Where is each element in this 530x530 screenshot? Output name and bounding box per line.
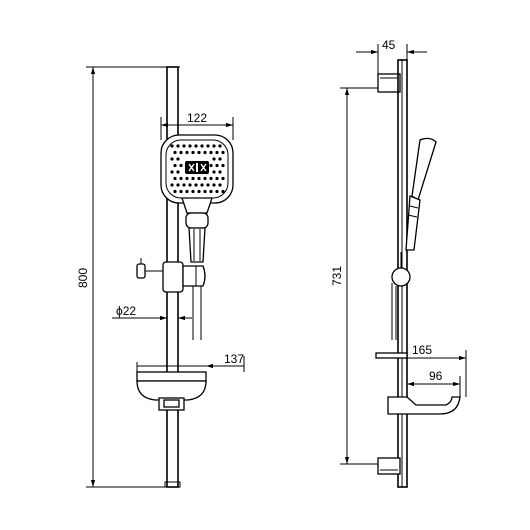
nozzle-dot [197, 176, 201, 181]
nozzle-dot [173, 176, 177, 181]
nozzle-dot [170, 183, 174, 187]
dim-side-height: 731 [330, 87, 378, 465]
nozzle-grid [170, 144, 225, 194]
nozzle-dot [212, 183, 216, 187]
nozzle-dot [221, 150, 225, 155]
side-bottom-bracket [377, 457, 401, 475]
dim-side-offset-label: 45 [382, 38, 396, 52]
nozzle-dot [176, 183, 180, 187]
nozzle-dot [173, 163, 177, 168]
nozzle-dot [215, 150, 219, 155]
nozzle-dot [170, 170, 174, 174]
nozzle-dot [221, 176, 225, 181]
nozzle-dot [173, 189, 177, 194]
side-top-bracket [377, 73, 401, 93]
nozzle-dot [197, 189, 201, 194]
dim-front-height: 800 [76, 66, 180, 488]
nozzle-dot [200, 144, 204, 148]
dim-side-dish-depth: 96 [406, 369, 461, 397]
front-hand-shower [160, 134, 234, 263]
nozzle-dot [218, 170, 222, 174]
nozzle-dot [215, 163, 219, 168]
nozzle-dot [176, 170, 180, 174]
nozzle-dot [218, 157, 222, 161]
dim-front-height-label: 800 [76, 268, 90, 288]
nozzle-dot [176, 157, 180, 161]
nozzle-dot [185, 150, 189, 155]
nozzle-dot [203, 176, 207, 181]
nozzle-dot [221, 163, 225, 168]
front-hose [192, 286, 202, 340]
nozzle-dot [185, 176, 189, 181]
nozzle-dot [179, 189, 183, 194]
nozzle-dot [221, 189, 225, 194]
nozzle-dot [215, 189, 219, 194]
side-hand-shower [391, 137, 437, 340]
dim-dish-width-label: 137 [224, 352, 244, 366]
nozzle-dot [179, 163, 183, 168]
spray-mode-mark [185, 161, 209, 174]
dim-side-dish-depth-label: 96 [429, 369, 443, 383]
nozzle-dot [215, 176, 219, 181]
nozzle-dot [188, 183, 192, 187]
nozzle-dot [170, 157, 174, 161]
dim-side-projection-label: 165 [412, 343, 432, 357]
dim-side-projection: 165 [388, 343, 467, 397]
front-view [136, 66, 234, 488]
nozzle-dot [182, 144, 186, 148]
nozzle-dot [209, 189, 213, 194]
nozzle-dot [179, 150, 183, 155]
dim-side-height-label: 731 [330, 266, 344, 286]
nozzle-dot [191, 176, 195, 181]
side-view [375, 59, 461, 488]
front-soap-dish [136, 371, 207, 411]
nozzle-dot [212, 170, 216, 174]
nozzle-dot [179, 176, 183, 181]
nozzle-dot [182, 183, 186, 187]
nozzle-dot [212, 157, 216, 161]
nozzle-dot [191, 150, 195, 155]
nozzle-dot [212, 144, 216, 148]
nozzle-dot [209, 163, 213, 168]
nozzle-dot [173, 150, 177, 155]
dim-rail-diameter-label: ϕ22 [116, 304, 136, 318]
nozzle-dot [188, 144, 192, 148]
nozzle-dot [176, 144, 180, 148]
nozzle-dot [203, 189, 207, 194]
dim-side-offset: 45 [356, 38, 427, 74]
nozzle-dot [218, 144, 222, 148]
front-slider-bracket [136, 258, 206, 293]
dim-head-width: 122 [160, 111, 234, 140]
nozzle-dot [209, 150, 213, 155]
nozzle-dot [206, 144, 210, 148]
nozzle-dot [185, 189, 189, 194]
nozzle-dot [194, 183, 198, 187]
nozzle-dot [170, 144, 174, 148]
nozzle-dot [197, 150, 201, 155]
nozzle-dot [194, 144, 198, 148]
dim-head-width-label: 122 [187, 111, 207, 125]
nozzle-dot [218, 183, 222, 187]
nozzle-dot [206, 183, 210, 187]
dim-dish-width: 137 [136, 352, 245, 372]
nozzle-dot [191, 189, 195, 194]
nozzle-dot [200, 183, 204, 187]
nozzle-dot [209, 176, 213, 181]
dim-rail-diameter: ϕ22 [112, 304, 192, 321]
nozzle-dot [203, 150, 207, 155]
